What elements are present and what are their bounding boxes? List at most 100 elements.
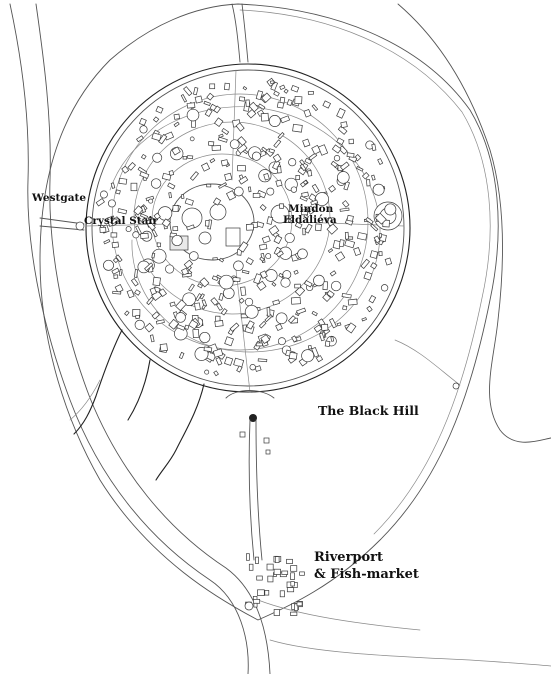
city-building [259, 243, 268, 251]
city-building [259, 204, 267, 211]
city-building [245, 99, 250, 107]
city-building [326, 290, 335, 298]
city-building [302, 138, 311, 148]
city-building [315, 192, 329, 207]
city-building [237, 165, 246, 172]
city-building [356, 165, 364, 172]
riverport-building [248, 563, 254, 571]
city-building [276, 250, 284, 258]
river-delta-channel-2 [257, 599, 421, 631]
city-building [370, 262, 378, 270]
outer-hill-inner-trace [239, 9, 491, 535]
city-building [155, 319, 165, 325]
city-building [253, 273, 263, 285]
city-building [369, 250, 379, 259]
city-building [336, 137, 345, 146]
city-building [289, 216, 295, 222]
citadel-tower-2 [209, 203, 227, 221]
city-building [219, 274, 234, 290]
city-building [301, 349, 315, 363]
city-building [124, 310, 130, 317]
city-building [168, 170, 175, 176]
city-building [184, 198, 194, 206]
city-building [245, 257, 254, 266]
city-building [371, 143, 377, 151]
city-building [114, 284, 124, 294]
city-building [182, 155, 188, 160]
city-building [144, 322, 155, 333]
city-building [181, 267, 189, 276]
city-building [307, 344, 313, 350]
city-building [270, 81, 279, 91]
city-building [173, 121, 180, 128]
north-road [231, 3, 241, 63]
riverport-building [286, 558, 293, 564]
riverport-building [267, 575, 274, 583]
city-building [277, 337, 286, 346]
east-stream [397, 3, 551, 443]
city-building [278, 272, 284, 278]
city-building [218, 292, 225, 301]
gully-2 [127, 359, 151, 421]
city-building [226, 190, 237, 201]
city-building [366, 179, 371, 187]
city-building [357, 232, 368, 241]
city-building [146, 296, 154, 306]
city-building [139, 171, 150, 179]
city-building [175, 312, 186, 323]
city-building [255, 90, 264, 101]
city-building [318, 144, 329, 156]
city-building [111, 241, 119, 249]
city-building [271, 281, 277, 287]
city-building [103, 239, 111, 245]
city-building [327, 248, 334, 253]
city-building [110, 182, 116, 189]
city-building [158, 134, 168, 145]
city-building [155, 105, 164, 114]
city-building [132, 231, 140, 239]
city-building [337, 125, 348, 135]
city-building [293, 269, 299, 275]
city-building [378, 233, 382, 238]
city-building [272, 153, 282, 163]
city-building [204, 220, 210, 227]
label-fish-market: & Fish-market [314, 567, 419, 582]
label-black-hill: The Black Hill [318, 403, 419, 418]
city-building [328, 184, 336, 193]
city-building [152, 116, 160, 123]
city-building [175, 299, 187, 312]
city-building [200, 162, 211, 172]
city-building [99, 190, 108, 199]
city-building [178, 351, 185, 360]
city-building [268, 225, 280, 236]
city-building [220, 308, 228, 316]
city-building [189, 136, 195, 142]
riverport-building [274, 556, 280, 563]
city-building [136, 135, 144, 143]
city-building [337, 171, 350, 184]
city-building [115, 189, 121, 195]
city-building [244, 297, 254, 307]
city-building [294, 96, 303, 105]
city-building [280, 277, 291, 288]
city-building [206, 183, 212, 188]
city-building [290, 186, 298, 193]
city-building [213, 105, 221, 114]
city-building [353, 247, 362, 256]
city-building [341, 200, 350, 208]
city-building [294, 283, 301, 289]
city-building [211, 275, 219, 281]
city-building [209, 158, 216, 164]
city-building [140, 232, 149, 240]
city-building [110, 216, 121, 227]
city-building [283, 88, 289, 94]
city-building [301, 191, 309, 198]
city-building [348, 138, 354, 145]
city-building [139, 213, 149, 220]
city-building [263, 173, 270, 181]
city-building [146, 221, 156, 231]
city-building [144, 262, 154, 272]
city-building [112, 257, 119, 264]
city-building [338, 239, 345, 248]
city-building [270, 80, 275, 84]
